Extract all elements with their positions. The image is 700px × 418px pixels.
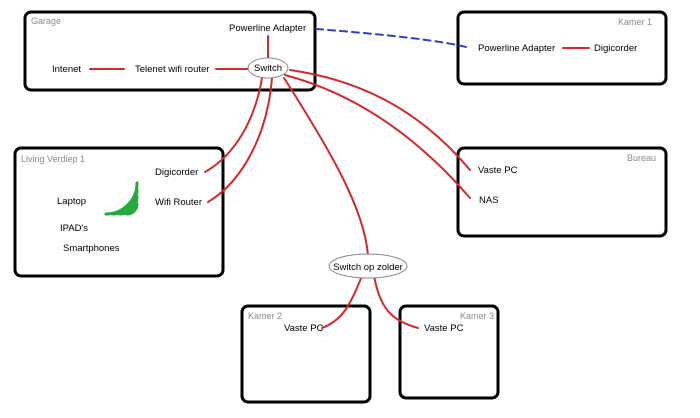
cable-switch-wifi-router: [207, 77, 273, 203]
room-kamer3-box: [398, 304, 500, 400]
cable-switch-digicorder-living: [204, 77, 263, 173]
label-powerline-adapter-kamer1: Powerline Adapter: [478, 43, 555, 54]
label-vaste-pc-kamer2: Vaste PC: [284, 323, 324, 334]
cable-zolder-kamer3: [373, 275, 419, 329]
label-digicorder-living: Digicorder: [155, 167, 198, 178]
room-kamer2-box: [240, 304, 372, 404]
room-garage-box: [23, 10, 317, 92]
room-kamer2-title: Kamer 2: [248, 311, 282, 321]
wifi-signal-icon: [104, 181, 139, 216]
label-wifi-router: Wifi Router: [155, 197, 202, 208]
label-powerline-adapter-garage: Powerline Adapter: [229, 23, 306, 34]
label-ipads: IPAD's: [60, 223, 88, 234]
label-digicorder-kamer1: Digicorder: [594, 43, 637, 54]
cable-switch-switch-zolder: [283, 77, 369, 257]
switch-zolder-node: [328, 253, 408, 279]
room-living-title: Living Verdiep 1: [21, 154, 85, 164]
label-internet: Intenet: [52, 64, 81, 75]
label-switch-zolder: Switch op zolder: [333, 262, 403, 273]
room-bureau-box: [456, 146, 668, 238]
label-vaste-pc-kamer3: Vaste PC: [424, 323, 464, 334]
room-bureau-title: Bureau: [627, 153, 656, 163]
label-laptop: Laptop: [57, 196, 86, 207]
cable-switch-nas: [284, 74, 471, 199]
switch-node: [247, 57, 289, 79]
cable-zolder-kamer2: [321, 275, 363, 329]
room-garage-title: Garage: [31, 16, 61, 26]
cable-switch-vaste-pc-bureau: [289, 69, 471, 171]
room-kamer1-title: Kamer 1: [618, 17, 652, 27]
label-nas: NAS: [479, 195, 499, 206]
label-vaste-pc-bureau: Vaste PC: [478, 165, 518, 176]
label-smartphones: Smartphones: [63, 243, 120, 254]
room-kamer3-title: Kamer 3: [460, 311, 494, 321]
label-telenet-router: Telenet wifi router: [135, 64, 209, 75]
cables: [89, 35, 590, 329]
label-switch: Switch: [254, 63, 282, 74]
powerline-link: [315, 28, 471, 49]
